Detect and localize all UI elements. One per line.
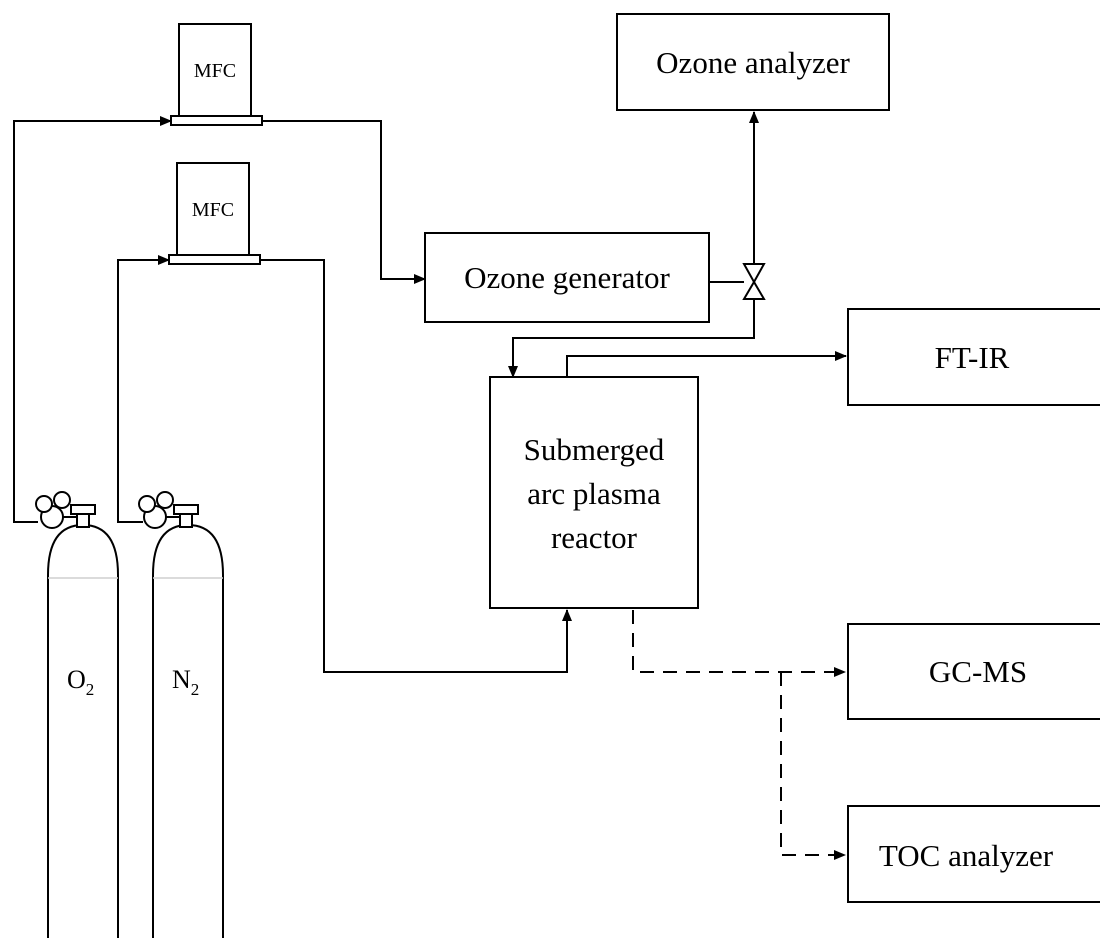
o2-to-mfc-line bbox=[13, 116, 172, 523]
mfc-top-to-ozone-generator-line bbox=[262, 120, 426, 284]
ozone-generator-box: Ozone generator bbox=[424, 232, 710, 323]
reactor-label-line3: reactor bbox=[551, 520, 638, 555]
gcms-label: GC-MS bbox=[929, 654, 1027, 689]
reactor-box: Submerged arc plasma reactor bbox=[489, 376, 699, 609]
reactor-to-ftir-line bbox=[566, 351, 847, 377]
o2-label: O2 bbox=[67, 665, 94, 699]
mfc-bottom-label: MFC bbox=[192, 199, 234, 221]
ftir-label: FT-IR bbox=[935, 340, 1010, 375]
mfc-top-label: MFC bbox=[194, 60, 236, 82]
gcms-box: GC-MS bbox=[847, 623, 1100, 720]
mfc-bottom-to-reactor-line bbox=[260, 259, 572, 673]
o2-cylinder: O2 bbox=[47, 523, 119, 938]
n2-label: N2 bbox=[172, 665, 199, 699]
reactor-label-line2: arc plasma bbox=[527, 476, 661, 511]
mfc-top: MFC bbox=[170, 23, 263, 126]
n2-cylinder: N2 bbox=[152, 523, 224, 938]
toc-analyzer-box: TOC analyzer bbox=[847, 805, 1100, 903]
n2-to-mfc-line bbox=[117, 255, 170, 523]
ozone-analyzer-box: Ozone analyzer bbox=[616, 13, 890, 111]
three-way-valve bbox=[742, 263, 766, 300]
reactor-to-gcms-dashed-line bbox=[632, 610, 834, 673]
toc-analyzer-label: TOC analyzer bbox=[879, 838, 1054, 873]
branch-to-toc-dashed-line bbox=[780, 672, 834, 856]
mfc-bottom: MFC bbox=[168, 162, 261, 265]
n2-regulator bbox=[138, 491, 199, 529]
reactor-label-line1: Submerged bbox=[524, 432, 665, 467]
ozone-analyzer-label: Ozone analyzer bbox=[656, 45, 850, 80]
valve-to-reactor-line bbox=[508, 299, 755, 378]
ftir-box: FT-IR bbox=[847, 308, 1100, 406]
ozone-generator-label: Ozone generator bbox=[464, 260, 670, 295]
gcms-arrowhead bbox=[834, 667, 846, 677]
toc-arrowhead bbox=[834, 850, 846, 860]
o2-regulator bbox=[35, 491, 96, 529]
